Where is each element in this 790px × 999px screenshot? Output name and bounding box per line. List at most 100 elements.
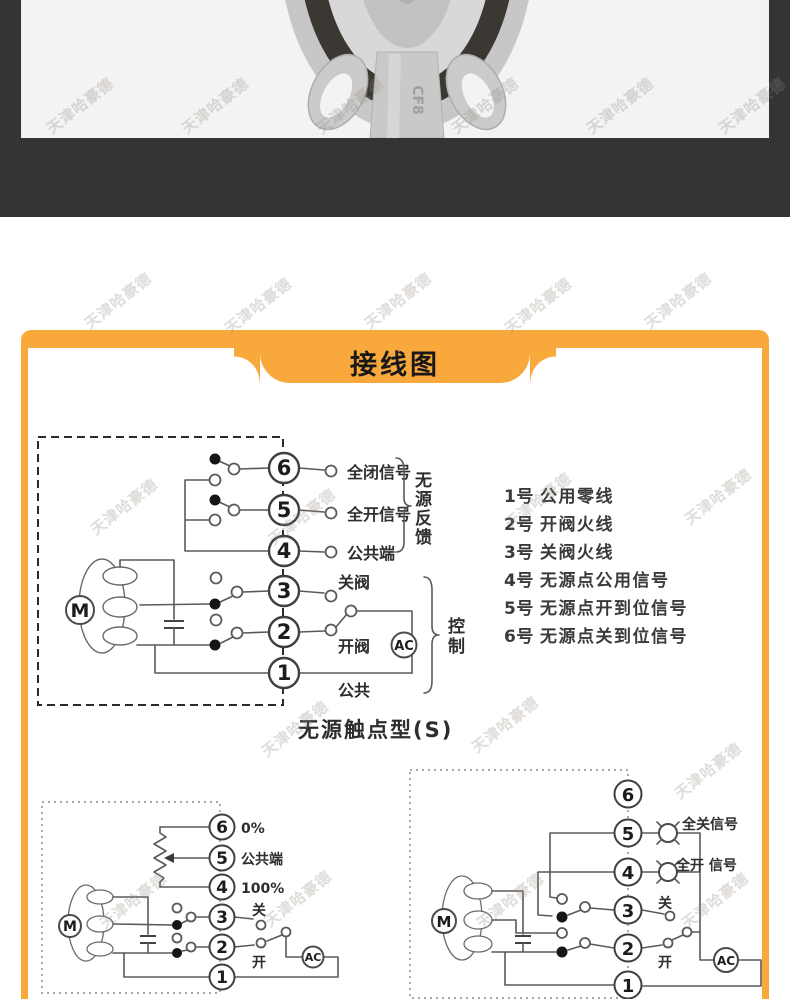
actuator-dotted-box-left: [41, 801, 221, 994]
note-number: 6号: [504, 627, 534, 647]
label-open: 开: [252, 955, 266, 971]
valve-stamp-text: CF8: [409, 85, 425, 115]
motor-icon: [58, 914, 82, 938]
label-close: 关: [658, 895, 672, 912]
diagram-caption: 无源触点型(S): [298, 718, 454, 742]
product-photo: CF8: [21, 0, 769, 138]
label-100-percent: 100%: [241, 881, 284, 897]
note-text: 无源点关到位信号: [540, 627, 688, 647]
terminal-number: 2: [216, 938, 228, 958]
label-open: 开: [658, 955, 672, 971]
terminal-number: 1: [216, 968, 228, 988]
note-text: 关阀火线: [540, 543, 614, 563]
switch-contacts: [208, 453, 244, 651]
page-title: 接线图: [350, 350, 440, 381]
valve-stem: [399, 0, 415, 4]
note-number: 3号: [504, 543, 534, 563]
note-number: 4号: [504, 571, 534, 591]
motor-assembly: M: [431, 875, 531, 961]
terminal-number: 3: [216, 908, 228, 928]
note-row: 1号公用零线: [504, 483, 754, 511]
terminal-number: 4: [277, 539, 292, 563]
ac-source-label: AC: [394, 639, 414, 654]
terminal-number: 2: [277, 620, 292, 644]
label-open-valve: 开阀: [338, 637, 370, 656]
motor-icon: [65, 595, 95, 625]
valve-neck-highlight: [387, 54, 401, 138]
watermark-text: 天津哈豪德: [501, 274, 576, 338]
lamp-icon-closed: [656, 821, 680, 845]
note-number: 1号: [504, 487, 534, 507]
valve-disc: [363, 0, 451, 48]
lamp-icon-open: [656, 860, 680, 884]
terminal-number: 3: [622, 901, 635, 922]
terminal-number: 4: [216, 878, 228, 898]
terminal-number: 5: [216, 849, 228, 869]
control-bracket: [423, 576, 440, 694]
note-text: 无源点开到位信号: [540, 599, 688, 619]
note-row: 5号无源点开到位信号: [504, 595, 754, 623]
terminal-number: 1: [277, 661, 292, 685]
terminal-number: 5: [277, 498, 292, 522]
label-common: 公共: [338, 681, 370, 700]
potentiometer: [153, 826, 211, 888]
terminal-strip: 6 5 4 3 2 1: [613, 779, 643, 999]
terminal-number: 6: [277, 456, 292, 480]
ac-source-icon: [713, 947, 739, 973]
ac-source-label: AC: [717, 954, 735, 968]
capacitor-icon: [164, 620, 184, 629]
motor-assembly: M: [58, 884, 156, 962]
terminal-strip: 6 5 4 3 2 1: [267, 451, 301, 690]
note-row: 6号无源点关到位信号: [504, 623, 754, 651]
terminal-number: 2: [622, 939, 635, 960]
note-text: 公用零线: [540, 487, 614, 507]
label-open-signal: 全开信号: [346, 505, 411, 524]
terminal-number: 4: [622, 863, 635, 884]
motor-label: M: [63, 919, 77, 935]
valve-lug-left: [307, 53, 369, 131]
switch-contacts: [171, 902, 197, 958]
label-fully-open-signal: 全开 信号: [675, 857, 737, 874]
note-number: 2号: [504, 515, 534, 535]
terminal-number: 5: [622, 824, 635, 845]
control-bracket-label: 控制: [444, 617, 464, 657]
motor-label: M: [71, 600, 90, 622]
watermark-text: 天津哈豪德: [81, 269, 156, 333]
valve-illustration: CF8: [21, 0, 769, 138]
label-close: 关: [252, 902, 266, 919]
note-row: 2号开阀火线: [504, 511, 754, 539]
feedback-bracket-label: 无源反馈: [411, 471, 431, 547]
photo-band: CF8: [0, 0, 790, 217]
terminal-number: 1: [622, 976, 635, 997]
ac-source-icon: [390, 631, 418, 659]
left-diagram: M: [41, 801, 339, 994]
wires: [136, 460, 270, 674]
wires-right: [233, 916, 339, 978]
valve-neck: [369, 51, 445, 138]
wires-right: [641, 832, 762, 987]
terminal-number: 3: [277, 579, 292, 603]
note-row: 4号无源点公用信号: [504, 567, 754, 595]
main-diagram: M: [37, 436, 440, 706]
right-diagram: M: [409, 769, 762, 999]
switch-contacts: [556, 893, 591, 958]
note-text: 无源点公用信号: [540, 571, 670, 591]
watermark-text: 天津哈豪德: [221, 274, 296, 338]
wiper-arrow: [164, 853, 174, 863]
capacitor-icon: [515, 935, 531, 944]
banner-tab: 接线图: [234, 337, 556, 383]
wires-right: [298, 464, 413, 674]
wiring-panel: 接线图 M: [21, 330, 769, 999]
note-row: 3号关阀火线: [504, 539, 754, 567]
note-number: 5号: [504, 599, 534, 619]
note-text: 开阀火线: [540, 515, 614, 535]
terminal-number: 6: [622, 785, 635, 806]
label-common-terminal: 公共端: [347, 544, 395, 563]
capacitor-icon: [140, 935, 156, 944]
label-close-valve: 关阀: [338, 573, 370, 592]
ac-source-icon: [301, 945, 325, 969]
label-closed-signal: 全闭信号: [346, 463, 411, 482]
actuator-dotted-box-right: [409, 769, 629, 999]
motor-icon: [431, 908, 457, 934]
